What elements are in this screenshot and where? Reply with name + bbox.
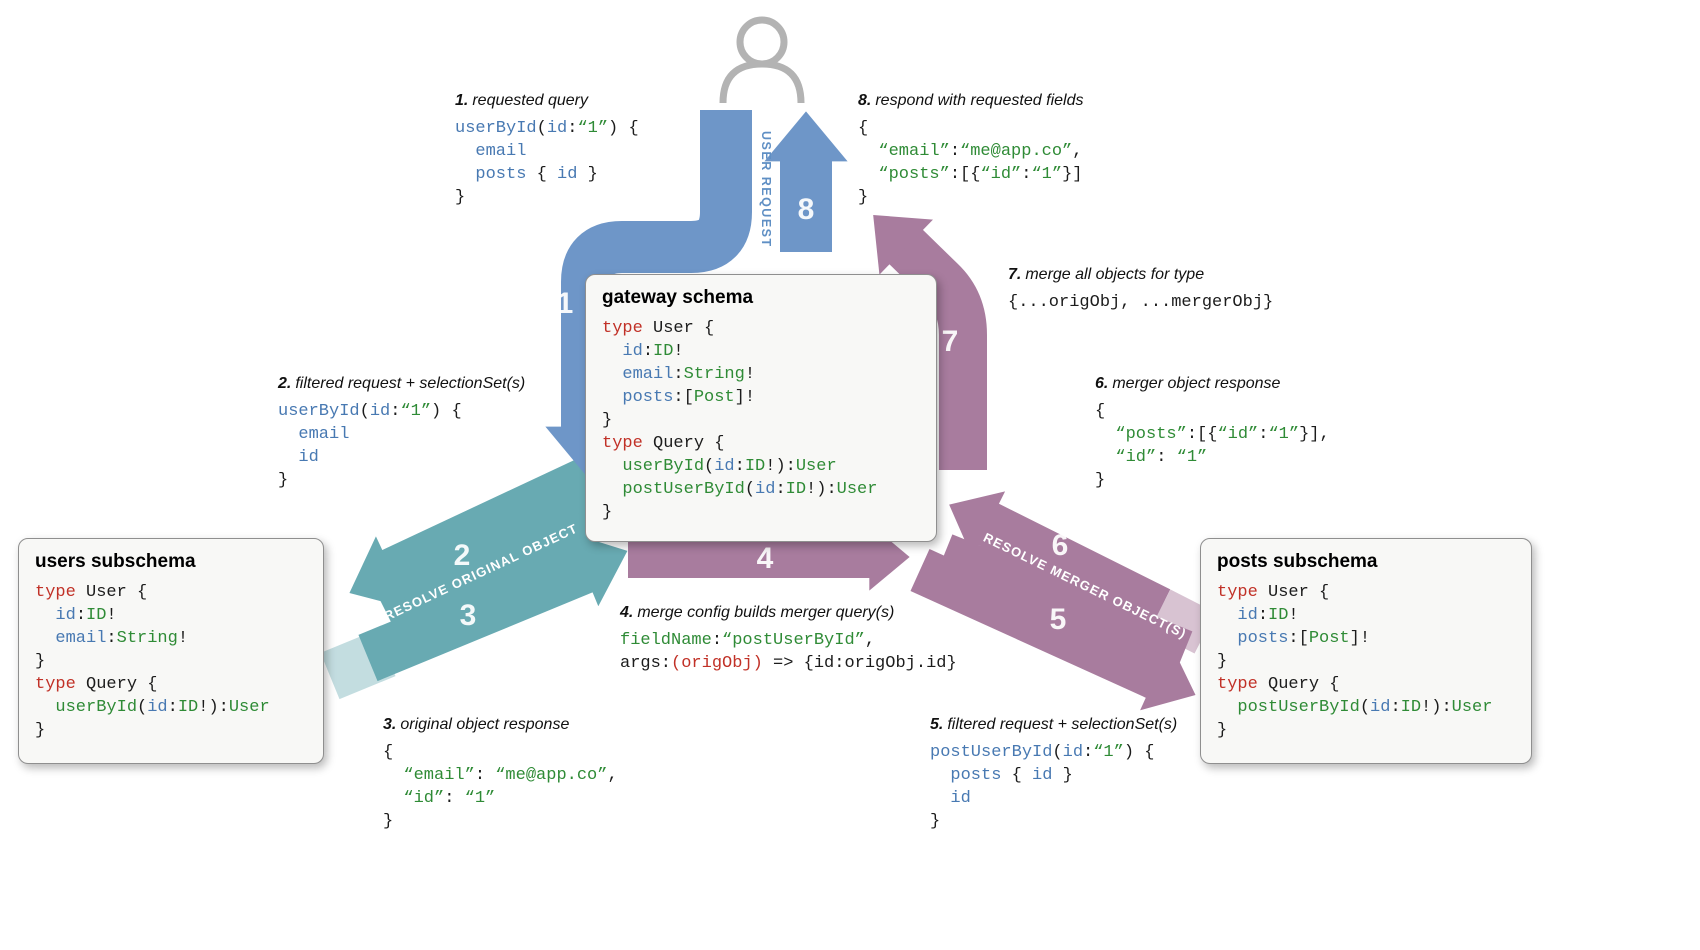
annotation-label: 2.filtered request + selectionSet(s) <box>278 375 525 393</box>
annotation-label: 3.original object response <box>383 716 618 734</box>
annotation-code: postUserById(id:“1”) { posts { id } id} <box>930 743 1155 831</box>
step-number-8: 8 <box>797 193 815 226</box>
band-original-bundle <box>370 475 610 640</box>
annotation-6-merger-object-response: 6.merger object response { “posts”:[{“id… <box>1095 375 1330 492</box>
step-number-2: 2 <box>453 539 471 572</box>
annotation-text: merge config builds merger query(s) <box>637 604 895 621</box>
posts-subschema-title: posts subschema <box>1217 551 1378 572</box>
annotation-2-filtered-request: 2.filtered request + selectionSet(s) use… <box>278 375 525 492</box>
band-3-original-response <box>358 532 628 682</box>
step-number-4: 4 <box>756 542 774 575</box>
annotation-1-requested-query: 1.requested query userById(id:“1”) { ema… <box>455 92 639 209</box>
band-2-original-request <box>349 447 623 609</box>
annotation-3-original-object-response: 3.original object response { “email”: “m… <box>383 716 618 833</box>
annotation-number: 6. <box>1095 375 1109 392</box>
user-request-band-label: USER REQUEST <box>759 131 773 248</box>
annotation-5-filtered-request: 5.filtered request + selectionSet(s) pos… <box>930 716 1177 833</box>
person-icon <box>719 16 805 104</box>
annotation-7-merge-all-objects: 7.merge all objects for type {...origObj… <box>1008 266 1273 314</box>
annotation-number: 4. <box>620 604 634 621</box>
annotation-code: userById(id:“1”) { email posts { id }} <box>455 119 639 207</box>
annotation-label: 4.merge config builds merger query(s) <box>620 604 957 622</box>
annotation-number: 5. <box>930 716 944 733</box>
annotation-code: {...origObj, ...mergerObj} <box>1008 293 1274 312</box>
posts-subschema-panel: posts subschema type User { id:ID! posts… <box>1200 538 1532 764</box>
annotation-code: { “email”:“me@app.co”, “posts”:[{“id”:“1… <box>858 119 1083 207</box>
annotation-label: 8.respond with requested fields <box>858 92 1083 110</box>
band-7-merge-objects <box>873 215 987 470</box>
annotation-4-merge-config: 4.merge config builds merger query(s) fi… <box>620 604 957 675</box>
users-subschema-title: users subschema <box>35 551 196 572</box>
annotation-text: original object response <box>400 716 570 733</box>
annotation-text: filtered request + selectionSet(s) <box>295 375 526 392</box>
band-5-merger-request <box>910 549 1196 711</box>
person-shoulders-icon <box>719 60 805 104</box>
annotation-label: 5.filtered request + selectionSet(s) <box>930 716 1177 734</box>
annotation-number: 3. <box>383 716 397 733</box>
band-6-merger-response <box>949 491 1171 631</box>
annotation-text: merger object response <box>1112 375 1281 392</box>
step-number-3: 3 <box>459 599 477 632</box>
posts-subschema-code: type User { id:ID! posts:[Post]!}type Qu… <box>1217 583 1493 740</box>
step-number-5: 5 <box>1049 603 1067 636</box>
annotation-code: fieldName:“postUserById”,args:(origObj) … <box>620 631 957 673</box>
annotation-number: 1. <box>455 92 469 109</box>
annotation-code: userById(id:“1”) { email id} <box>278 402 462 490</box>
band-1-user-request <box>545 110 752 477</box>
annotation-code: { “email”: “me@app.co”, “id”: “1”} <box>383 743 618 831</box>
annotation-label: 1.requested query <box>455 92 639 110</box>
annotation-text: respond with requested fields <box>875 92 1084 109</box>
step-number-6: 6 <box>1051 529 1069 562</box>
step-number-1: 1 <box>556 287 574 320</box>
band-6-tail-light <box>1149 589 1216 654</box>
users-subschema-code: type User { id:ID! email:String!}type Qu… <box>35 583 270 740</box>
annotation-number: 8. <box>858 92 872 109</box>
gateway-schema-code: type User { id:ID! email:String! posts:[… <box>602 319 878 522</box>
annotation-number: 7. <box>1008 266 1022 283</box>
annotation-8-respond-with-fields: 8.respond with requested fields { “email… <box>858 92 1083 209</box>
annotation-text: filtered request + selectionSet(s) <box>947 716 1178 733</box>
annotation-label: 6.merger object response <box>1095 375 1330 393</box>
annotation-text: requested query <box>472 92 588 109</box>
gateway-schema-title: gateway schema <box>602 287 754 308</box>
annotation-text: merge all objects for type <box>1025 266 1205 283</box>
annotation-label: 7.merge all objects for type <box>1008 266 1273 284</box>
gateway-schema-panel: gateway schema type User { id:ID! email:… <box>585 274 937 542</box>
person-head-icon <box>736 16 788 68</box>
step-number-7: 7 <box>941 325 959 358</box>
annotation-number: 2. <box>278 375 292 392</box>
users-subschema-panel: users subschema type User { id:ID! email… <box>18 538 324 764</box>
annotation-code: { “posts”:[{“id”:“1”}], “id”: “1”} <box>1095 402 1330 490</box>
